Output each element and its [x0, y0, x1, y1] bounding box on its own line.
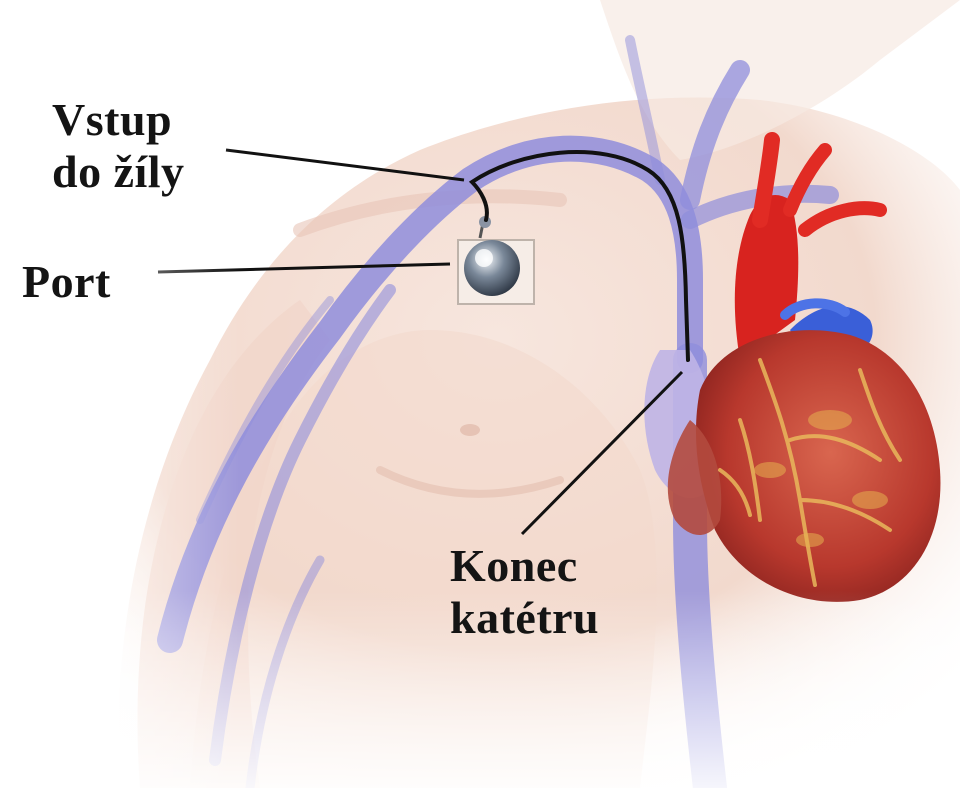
label-port: Port [22, 256, 111, 308]
label-vein-entry-line2: do žíly [52, 146, 185, 198]
label-catheter-tip-line1: Konec [450, 540, 599, 592]
label-vein-entry: Vstup do žíly [52, 94, 185, 198]
label-vein-entry-line1: Vstup [52, 94, 185, 146]
label-catheter-tip: Konec katétru [450, 540, 599, 644]
label-catheter-tip-line2: katétru [450, 592, 599, 644]
